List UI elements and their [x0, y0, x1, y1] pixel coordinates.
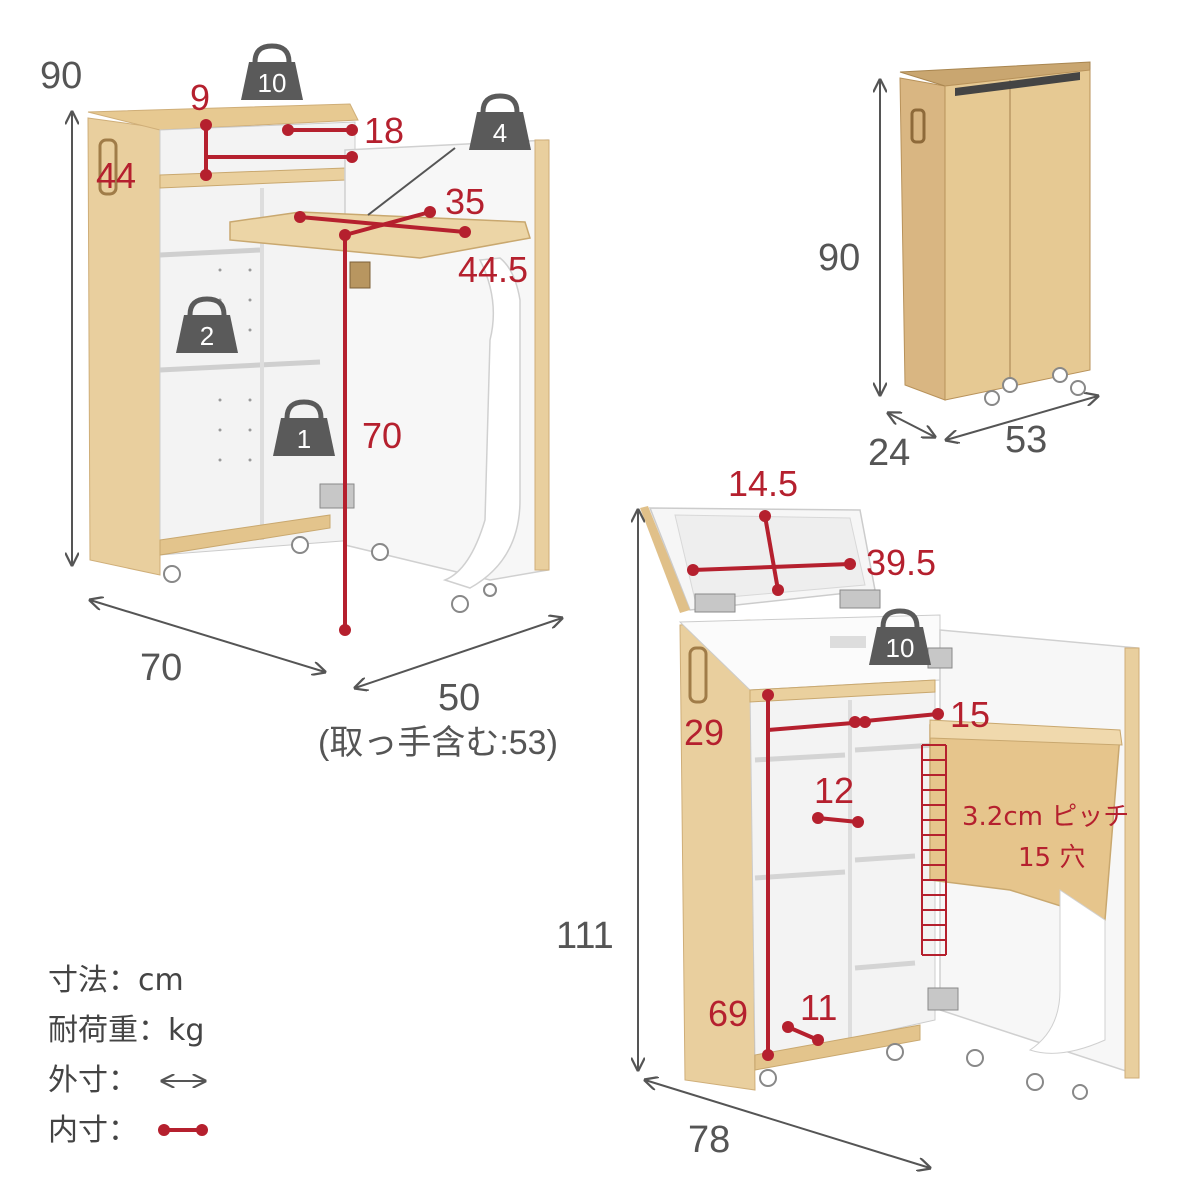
right-pitch-note-2: 15 穴: [1018, 843, 1085, 873]
left-depth-label: 50: [438, 677, 480, 719]
legend-unit-load: 耐荷重：kg: [48, 1013, 204, 1048]
weight-table-value: 4: [493, 118, 507, 148]
left-top-inner-depth: 18: [364, 110, 404, 151]
legend-inner-label: 内寸：: [48, 1113, 138, 1148]
legend-outer-label: 外寸：: [48, 1063, 138, 1098]
legend: 寸法：cm 耐荷重：kg 外寸： 内寸：: [48, 963, 208, 1148]
weight-right-top-value: 10: [886, 633, 915, 663]
closed-width-label: 53: [1005, 419, 1047, 461]
left-top-inner-width: 44: [96, 155, 136, 196]
left-depth-note: (取っ手含む:53): [318, 724, 558, 762]
left-table-depth: 44.5: [458, 249, 528, 290]
weight-shelf-lower-value: 1: [297, 424, 311, 454]
right-pitch-note-1: 3.2cm ピッチ: [962, 802, 1129, 832]
shelf-pitch-ladder: [921, 744, 947, 956]
weight-badge-shelf-lower: 1: [273, 399, 335, 456]
left-table-height: 70: [362, 415, 402, 456]
right-bottom-width: 11: [800, 987, 837, 1028]
weight-badge-shelf-upper: 2: [176, 296, 238, 353]
right-inner-dimensions: [687, 510, 944, 1061]
right-mirror-width: 39.5: [866, 542, 936, 583]
left-table-width: 35: [445, 181, 485, 222]
weight-shelf-upper-value: 2: [200, 321, 214, 351]
left-outer-dimensions: [72, 112, 562, 688]
right-width-label: 78: [688, 1119, 730, 1161]
left-top-inner-height: 9: [190, 77, 210, 118]
closed-depth-label: 24: [868, 432, 910, 474]
left-inner-dimensions: [200, 119, 471, 636]
right-inner-width: 29: [684, 712, 724, 753]
right-inner-depth: 15: [950, 694, 990, 735]
weight-badge-table: 4: [469, 93, 531, 150]
right-inner-height: 69: [708, 993, 748, 1034]
right-height-label: 111: [556, 915, 614, 957]
right-outer-dimensions: [638, 510, 930, 1168]
left-height-label: 90: [40, 55, 82, 97]
right-mirror-height: 14.5: [728, 463, 798, 504]
closed-dimensions: [880, 80, 1098, 440]
right-small-shelf-width: 12: [814, 770, 854, 811]
legend-unit-size: 寸法：cm: [48, 963, 184, 998]
closed-cabinet-illustration: [899, 61, 1091, 406]
weight-badge-right-top: 10: [869, 608, 931, 665]
left-cabinet-illustration: [87, 103, 550, 613]
weight-badge-top-left: 10: [241, 43, 303, 100]
closed-height-label: 90: [818, 237, 860, 279]
legend-inner-line-icon: [158, 1124, 208, 1136]
left-width-label: 70: [140, 647, 182, 689]
weight-top-left-value: 10: [258, 68, 287, 98]
